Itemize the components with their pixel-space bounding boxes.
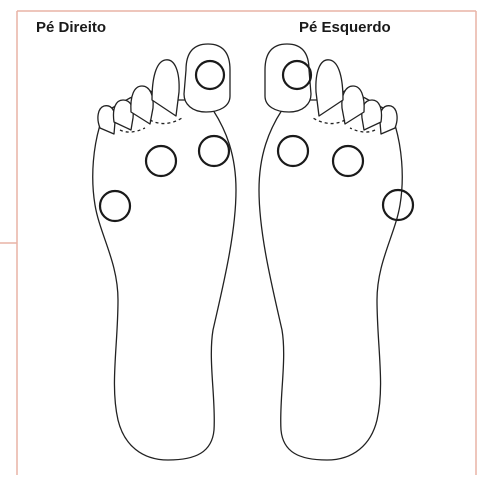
left-foot bbox=[259, 44, 402, 460]
left-foot-label: Pé Esquerdo bbox=[299, 19, 391, 36]
frame-lines bbox=[0, 11, 476, 475]
left-foot-sole bbox=[259, 90, 402, 460]
left-foot-toe-1 bbox=[265, 44, 311, 112]
right-foot-label: Pé Direito bbox=[36, 19, 106, 36]
right-foot bbox=[93, 44, 236, 460]
